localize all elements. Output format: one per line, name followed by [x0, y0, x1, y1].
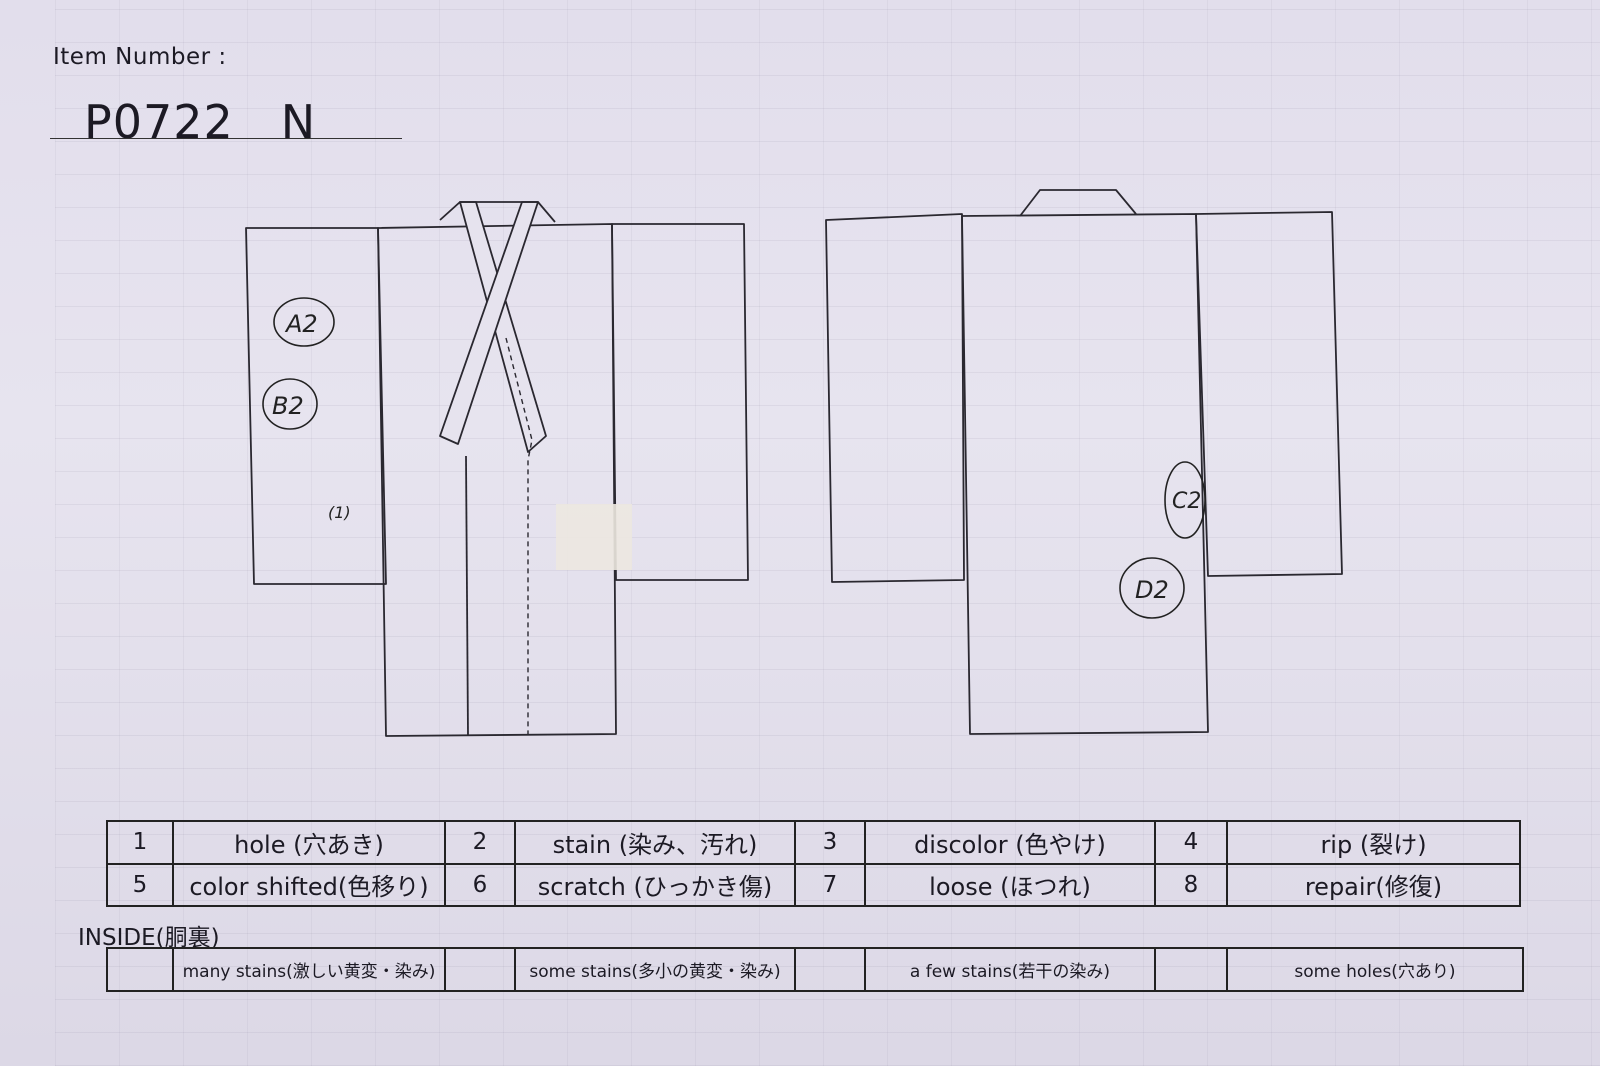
item-number-value: P0722 N	[84, 95, 317, 149]
legend-row: 1 hole (穴あき) 2 stain (染み、汚れ) 3 discolor …	[106, 820, 1521, 865]
collar-top	[439, 201, 556, 223]
legend-number: 6	[444, 862, 516, 907]
inside-checkbox-some-holes[interactable]	[1154, 947, 1228, 992]
legend-text: rip (裂け)	[1226, 820, 1521, 865]
legend-text: loose (ほつれ)	[864, 862, 1156, 907]
inside-checkbox-some-stains[interactable]	[444, 947, 516, 992]
legend-text: discolor (色やけ)	[864, 820, 1156, 865]
damage-legend: 1 hole (穴あき) 2 stain (染み、汚れ) 3 discolor …	[106, 820, 1521, 907]
legend-number: 3	[794, 820, 866, 865]
item-number-label: Item Number :	[53, 44, 227, 70]
inside-condition-table: many stains(激しい黄変・染み) some stains(多小の黄変・…	[106, 947, 1524, 992]
kimono-back	[825, 189, 1343, 735]
mark-d2-circle	[1119, 557, 1185, 619]
back-collar	[1019, 189, 1137, 217]
back-right-sleeve	[1195, 211, 1343, 577]
inside-option-some-stains: some stains(多小の黄変・染み)	[514, 947, 796, 992]
legend-text: repair(修復)	[1226, 862, 1521, 907]
mark-a2-circle	[273, 297, 335, 347]
collar-strip-back	[459, 201, 547, 453]
legend-text: color shifted(色移り)	[172, 862, 446, 907]
mark-a2-label: A2	[284, 310, 318, 338]
legend-row: 5 color shifted(色移り) 6 scratch (ひっかき傷) 7…	[106, 862, 1521, 907]
inside-row: many stains(激しい黄変・染み) some stains(多小の黄変・…	[106, 947, 1524, 992]
kimono-front	[245, 201, 749, 737]
front-right-sleeve	[611, 223, 749, 581]
front-body	[377, 223, 617, 737]
back-left-sleeve	[825, 213, 965, 583]
inside-option-some-holes: some holes(穴あり)	[1226, 947, 1524, 992]
paper-tag	[556, 504, 632, 570]
inside-checkbox-many-stains[interactable]	[106, 947, 174, 992]
legend-text: hole (穴あき)	[172, 820, 446, 865]
legend-number: 8	[1154, 862, 1228, 907]
mark-1-label: (1)	[328, 503, 351, 522]
inside-section-title: INSIDE(胴裏)	[78, 925, 220, 951]
front-left-sleeve	[245, 227, 387, 585]
back-body	[961, 213, 1209, 735]
mark-d2-label: D2	[1135, 576, 1169, 604]
mark-c2-circle	[1164, 461, 1206, 539]
legend-text: stain (染み、汚れ)	[514, 820, 796, 865]
front-panel-seam	[465, 455, 469, 737]
legend-number: 5	[106, 862, 174, 907]
legend-text: scratch (ひっかき傷)	[514, 862, 796, 907]
legend-number: 2	[444, 820, 516, 865]
legend-number: 7	[794, 862, 866, 907]
item-number-underline	[50, 138, 402, 139]
mark-b2-label: B2	[272, 392, 304, 420]
inside-checkbox-few-stains[interactable]	[794, 947, 866, 992]
inside-option-many-stains: many stains(激しい黄変・染み)	[172, 947, 446, 992]
mark-c2-label: C2	[1172, 489, 1201, 514]
inside-option-few-stains: a few stains(若干の染み)	[864, 947, 1156, 992]
mark-b2-circle	[262, 378, 318, 430]
legend-number: 1	[106, 820, 174, 865]
legend-number: 4	[1154, 820, 1228, 865]
hidden-overlap-line	[505, 337, 533, 736]
